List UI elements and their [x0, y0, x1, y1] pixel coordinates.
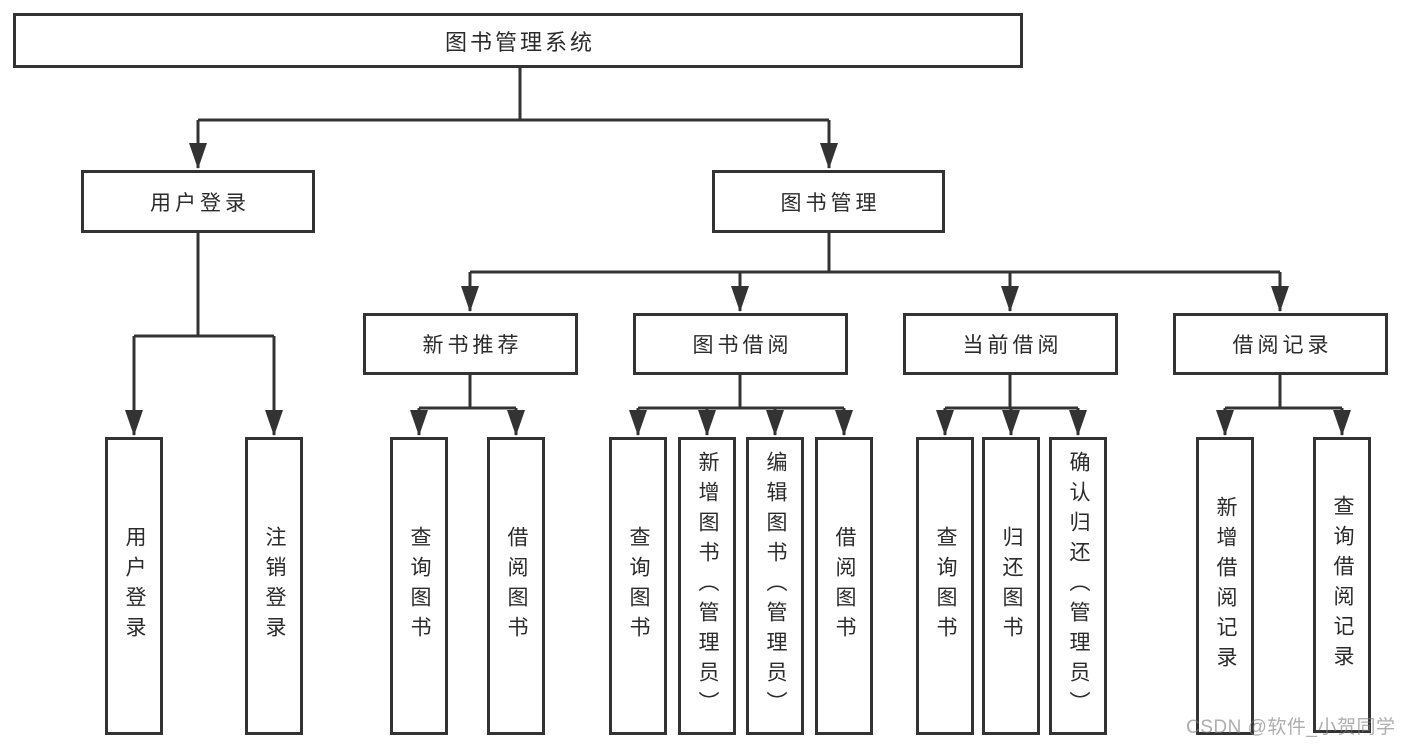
connector-current-to-leaves	[936, 375, 1087, 436]
connector-root-to-level2	[189, 68, 838, 169]
node-borrowing-records: 借阅记录	[1173, 313, 1388, 375]
leaf-borrow-borrow-books: 借阅图书	[815, 437, 873, 735]
leaf-newbook-query-books: 查询图书	[390, 437, 448, 735]
leaf-borrow-edit-books-admin: 编辑图书（管理员）	[746, 437, 804, 735]
leaf-logout: 注销登录	[245, 437, 303, 735]
leaf-borrow-query-books: 查询图书	[609, 437, 667, 735]
leaf-records-query-record: 查询借阅记录	[1313, 437, 1371, 733]
node-user-login: 用户登录	[81, 170, 315, 233]
leaf-user-login: 用户登录	[105, 437, 163, 735]
connector-management-to-sections	[461, 233, 1289, 312]
leaf-records-add-record: 新增借阅记录	[1196, 437, 1254, 735]
watermark-text: CSDN @软件_小贺同学	[1186, 717, 1396, 738]
connector-borrow-to-leaves	[629, 375, 853, 436]
connector-newbook-to-leaves	[410, 375, 525, 436]
connector-login-to-leaves	[125, 233, 283, 436]
connector-records-to-leaves	[1216, 375, 1351, 436]
leaf-current-confirm-return-admin: 确认归还（管理员）	[1049, 437, 1107, 735]
leaf-current-return-books: 归还图书	[982, 437, 1040, 735]
leaf-current-query-books: 查询图书	[916, 437, 974, 735]
node-current-borrowing: 当前借阅	[903, 313, 1118, 375]
node-new-book-recommendation: 新书推荐	[363, 313, 578, 375]
leaf-borrow-add-books-admin: 新增图书（管理员）	[678, 437, 736, 735]
node-book-borrowing: 图书借阅	[633, 313, 848, 375]
node-book-management: 图书管理	[712, 170, 945, 233]
leaf-newbook-borrow-books: 借阅图书	[487, 437, 545, 735]
node-library-system: 图书管理系统	[13, 13, 1023, 68]
